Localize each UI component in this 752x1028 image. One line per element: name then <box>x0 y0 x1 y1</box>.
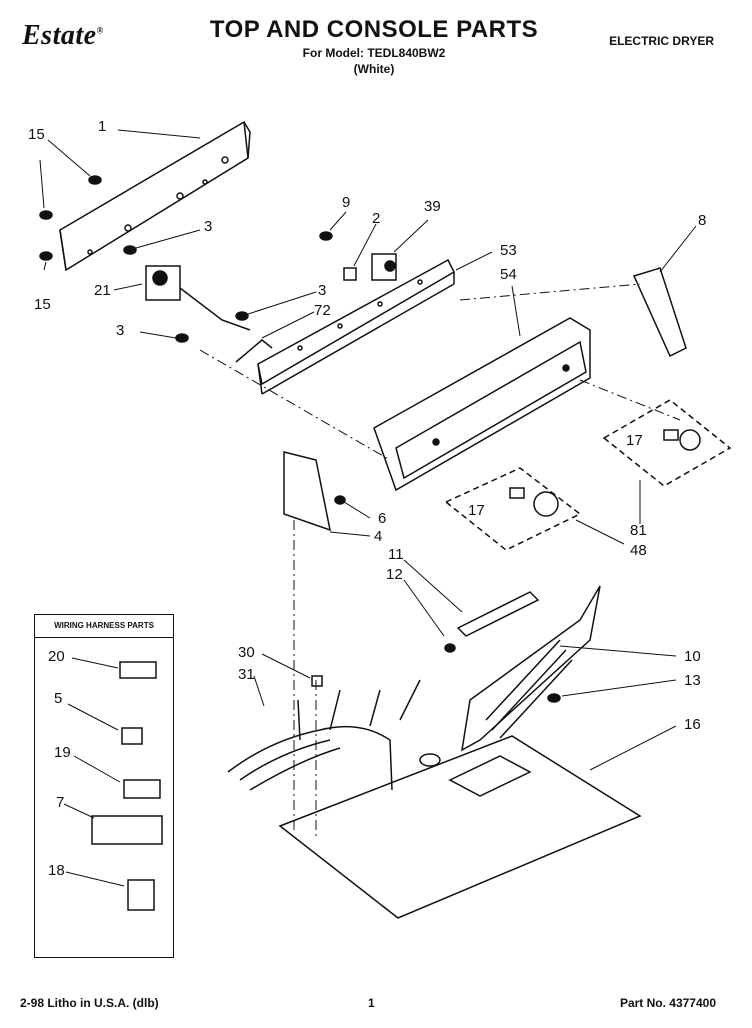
callout-18: 18 <box>48 862 65 879</box>
callout-2: 2 <box>372 210 381 227</box>
part-12-screw <box>444 643 456 653</box>
screw-15-c <box>39 251 53 261</box>
callout-3-c: 3 <box>116 322 125 339</box>
wiring-harness-inset: WIRING HARNESS PARTS <box>34 614 174 958</box>
callout-17-right: 17 <box>626 432 643 449</box>
callout-7: 7 <box>56 794 65 811</box>
callout-54: 54 <box>500 266 517 283</box>
page-title: TOP AND CONSOLE PARTS <box>209 16 539 43</box>
part-11-lint-door <box>456 591 540 637</box>
callout-11: 11 <box>388 546 404 563</box>
callout-9: 9 <box>342 194 351 211</box>
part-39-relay <box>371 253 397 281</box>
part-16-top-panel <box>278 735 642 919</box>
callout-17-left: 17 <box>468 502 485 519</box>
knob-assembly-81 <box>602 399 732 487</box>
product-type: ELECTRIC DRYER <box>609 34 714 48</box>
part-2-clip <box>343 267 357 281</box>
callout-8: 8 <box>698 212 707 229</box>
brand-logo: Estate® <box>22 20 104 51</box>
part-54-console <box>373 317 591 492</box>
part-4-end-panel <box>283 451 346 532</box>
part-9-connector <box>319 231 333 241</box>
part-1-back-bracket <box>59 120 251 272</box>
callout-3-b: 3 <box>318 282 327 299</box>
screw-15-b <box>39 210 53 220</box>
callout-20: 20 <box>48 648 65 665</box>
color-line: (White) <box>353 62 395 76</box>
callout-39: 39 <box>424 198 441 215</box>
part-30-clip <box>311 675 323 687</box>
knob-assembly-48 <box>444 467 582 551</box>
callout-15-bottom: 15 <box>34 296 51 313</box>
callout-30: 30 <box>238 644 255 661</box>
callout-31: 31 <box>238 666 255 683</box>
callout-16: 16 <box>684 716 701 733</box>
callout-3-a: 3 <box>204 218 213 235</box>
harness-part-18 <box>127 879 155 911</box>
callout-21: 21 <box>94 282 111 299</box>
screw-3-a <box>123 245 137 255</box>
part-72-control-bracket <box>257 258 455 395</box>
callout-1: 1 <box>98 118 107 135</box>
callout-48: 48 <box>630 542 647 559</box>
part-number: Part No. 4377400 <box>619 996 716 1010</box>
inset-title: WIRING HARNESS PARTS <box>35 615 173 638</box>
callout-12: 12 <box>386 566 403 583</box>
callout-81: 81 <box>630 522 647 539</box>
callout-15-top: 15 <box>28 126 45 143</box>
harness-part-5 <box>121 727 143 745</box>
callout-4: 4 <box>374 528 383 545</box>
alignment-lines <box>199 283 681 836</box>
model-line: For Model: TEDL840BW2 <box>302 46 446 60</box>
callout-53: 53 <box>500 242 517 259</box>
screw-3-c <box>175 333 189 343</box>
wire-72 <box>235 339 273 363</box>
part-8-end-cap <box>632 267 687 358</box>
callout-72: 72 <box>314 302 331 319</box>
screw-15-a <box>88 175 102 185</box>
callout-19: 19 <box>54 744 71 761</box>
harness-part-20 <box>119 661 157 679</box>
page-number: 1 <box>368 996 375 1010</box>
part-31-harness <box>227 679 421 791</box>
callout-6: 6 <box>378 510 387 527</box>
print-info: 2-98 Litho in U.S.A. (dlb) <box>20 996 159 1010</box>
harness-part-7 <box>91 815 163 845</box>
callout-10: 10 <box>684 648 701 665</box>
callout-13: 13 <box>684 672 701 689</box>
callout-5: 5 <box>54 690 63 707</box>
part-13-screw <box>547 693 561 703</box>
part-21-switch <box>145 265 251 331</box>
leader-lines <box>39 129 697 887</box>
screw-3-b <box>235 311 249 321</box>
harness-part-19 <box>123 779 161 799</box>
part-10-control-panel <box>461 585 601 752</box>
